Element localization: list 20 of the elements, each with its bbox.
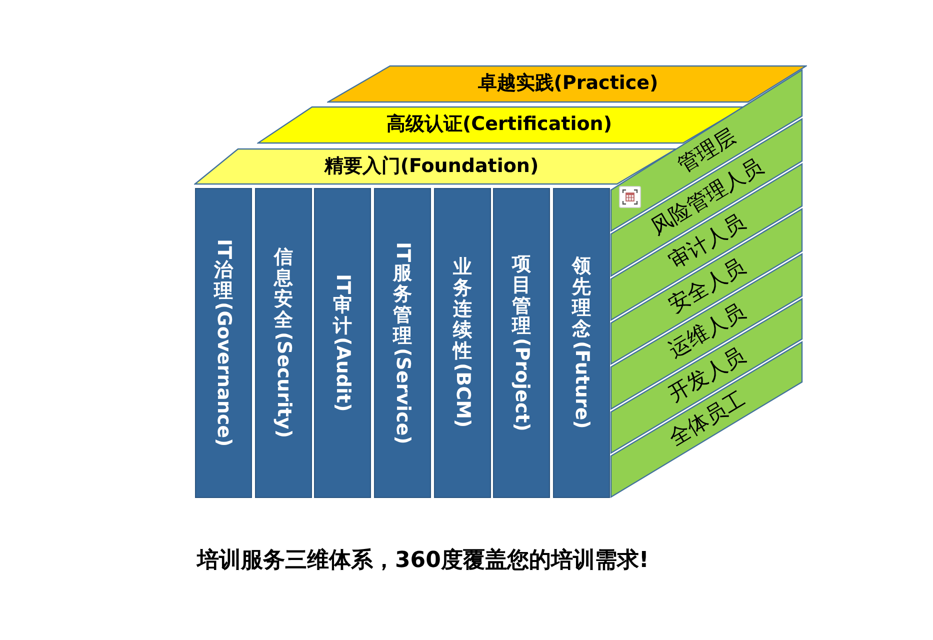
domain-column <box>314 188 371 498</box>
level-label: 卓越实践(Practice) <box>478 73 658 95</box>
level-label: 高级认证(Certification) <box>386 114 612 136</box>
column-label: IT治理(Governance) <box>213 238 234 448</box>
level-band <box>194 148 677 185</box>
caption: 培训服务三维体系，360度覆盖您的培训需求! <box>197 546 649 575</box>
column-label: 业务连续性(BCM) <box>452 257 473 429</box>
column-label: IT服务管理(Service) <box>392 241 413 445</box>
level-band <box>327 65 807 103</box>
domain-column <box>434 188 491 498</box>
domain-column <box>255 188 312 498</box>
domain-column <box>493 188 550 498</box>
domain-column <box>374 188 431 498</box>
domain-column <box>195 188 252 498</box>
column-label: 项目管理(Project) <box>511 254 532 432</box>
level-label: 精要入门(Foundation) <box>324 156 539 178</box>
column-label: IT审计(Audit) <box>332 272 353 414</box>
column-label: 信息安全(Security) <box>273 247 294 439</box>
domain-column <box>553 188 610 498</box>
column-label: 领先理念(Future) <box>571 256 592 430</box>
